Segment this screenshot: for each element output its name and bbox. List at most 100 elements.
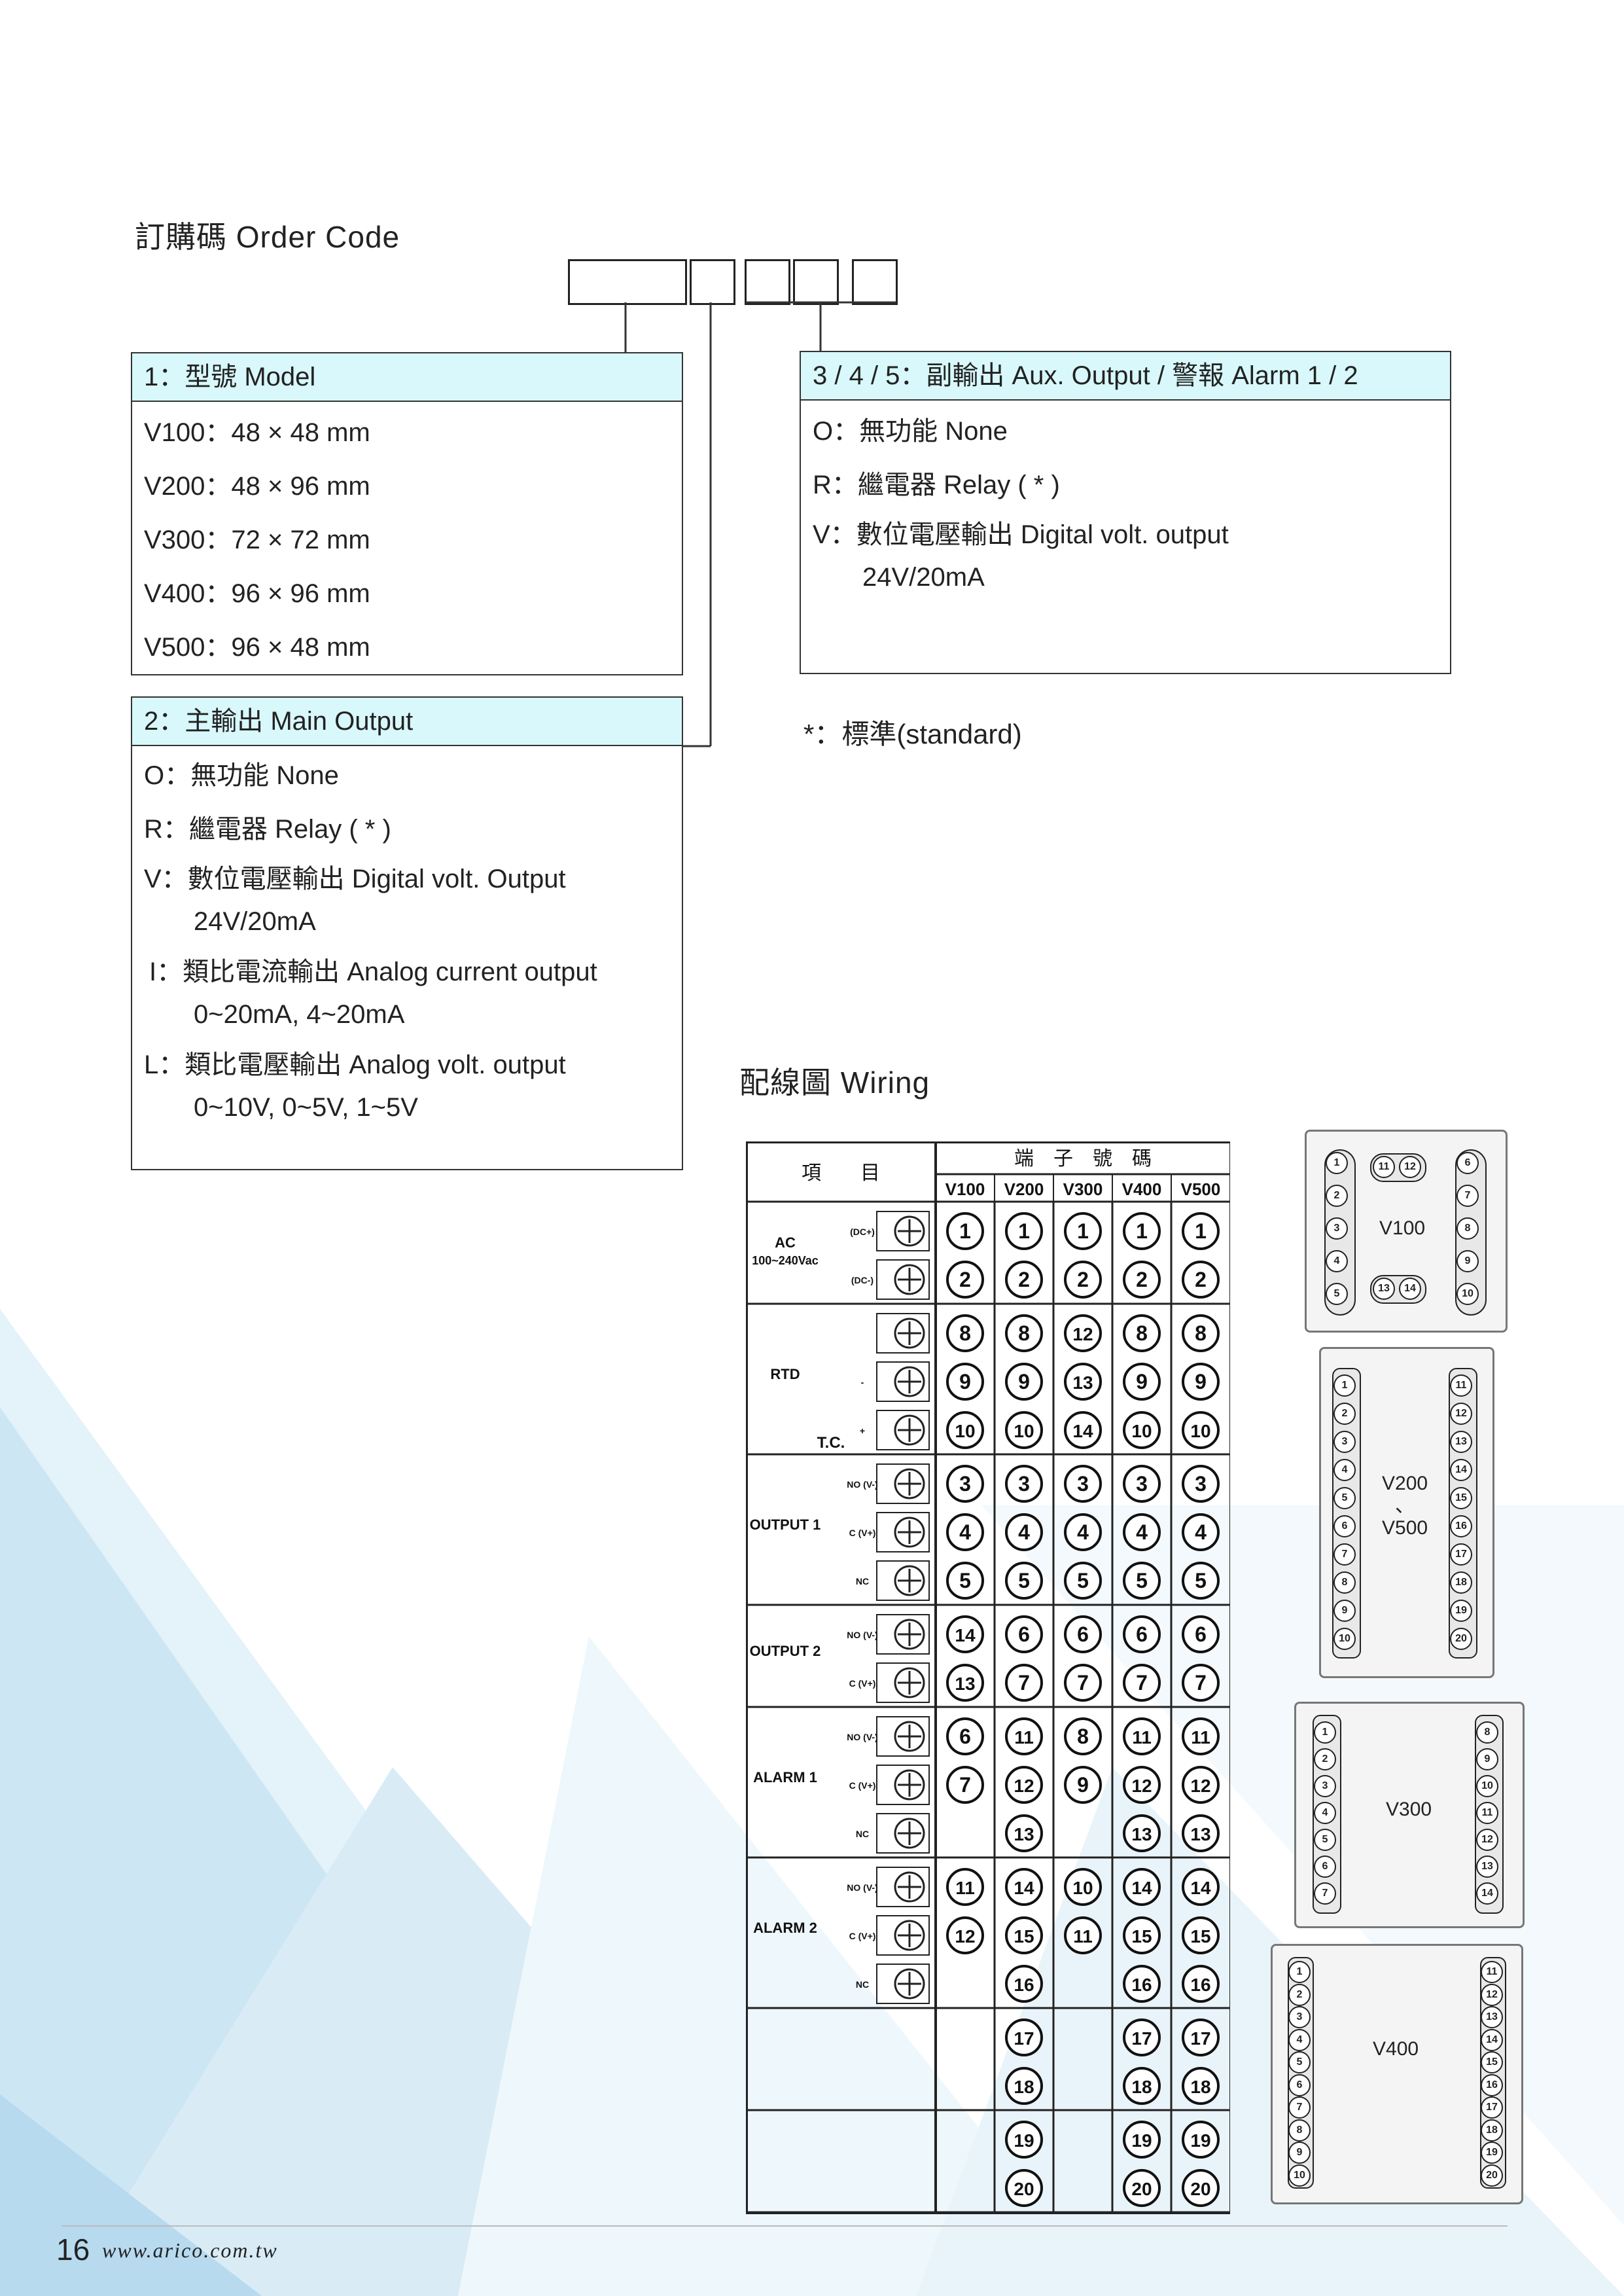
terminal-number-circle — [946, 1411, 984, 1449]
terminal-number: 5 — [1077, 1569, 1089, 1592]
v400-pin: 14 — [1481, 2028, 1503, 2051]
terminal-number: 3 — [1077, 1472, 1089, 1496]
v400-pin: 6 — [1288, 2073, 1311, 2096]
table-border — [746, 1141, 1230, 2214]
v400-pin: 3 — [1288, 2006, 1311, 2028]
terminal-number-circle — [1123, 1314, 1161, 1352]
terminal-number: 20 — [1131, 2179, 1152, 2199]
terminal-number-circle — [1182, 1513, 1220, 1551]
model-row: V500：96 × 48 mm — [144, 633, 370, 662]
terminal-number-circle — [946, 1363, 984, 1401]
order-code-title: 訂購碼 Order Code — [135, 220, 400, 254]
v200-v500-pin: 1 — [1333, 1374, 1356, 1397]
v400-pin: 11 — [1481, 1961, 1503, 1983]
terminal-number: 6 — [1136, 1623, 1148, 1646]
terminal-number-circle — [1005, 1314, 1043, 1352]
terminal-number: 13 — [1072, 1372, 1093, 1393]
terminal-number-circle — [1123, 1916, 1161, 1954]
terminal-number-circle — [946, 1513, 984, 1551]
terminal-number-circle — [1005, 1664, 1043, 1702]
terminal-number: 2 — [1018, 1268, 1030, 1291]
terminal-number: 1 — [1018, 1219, 1030, 1243]
terminal-number: 18 — [1131, 2077, 1152, 2097]
terminal-tag: NC — [856, 1576, 869, 1587]
terminal-tag: NO (V-) — [847, 1479, 877, 1490]
terminal-tag: C (V+) — [849, 1780, 876, 1791]
terminal-number-circle — [1123, 1664, 1161, 1702]
v200-v500-pin: 3 — [1333, 1431, 1356, 1453]
aux-row: V：數位電壓輸出 Digital volt. output — [813, 520, 1229, 549]
page-number: 16 — [56, 2233, 90, 2267]
terminal-number: 15 — [1131, 1926, 1152, 1946]
terminal-number: 2 — [1077, 1268, 1089, 1291]
model-row: V300：72 × 72 mm — [144, 526, 370, 554]
section-sublabel: 100~240Vac — [752, 1254, 819, 1267]
terminal-number: 19 — [1190, 2130, 1210, 2151]
terminal-number-circle — [1182, 1916, 1220, 1954]
v200-v500-pin: 10 — [1333, 1628, 1356, 1650]
terminal-tag: NC — [856, 1979, 869, 1990]
terminal-number-circle — [1005, 2067, 1043, 2105]
v100-pin: 7 — [1456, 1185, 1479, 1207]
terminal-number: 9 — [1195, 1370, 1207, 1393]
model-column-header: V200 — [1004, 1179, 1044, 1199]
terminal-number-circle — [946, 1916, 984, 1954]
terminal-number-circle — [946, 1314, 984, 1352]
connector-lines — [624, 301, 896, 747]
terminal-number-circle — [1005, 1766, 1043, 1804]
model-panel-header: 1：型號 Model — [132, 353, 682, 402]
terminal-number-circle — [1064, 1261, 1102, 1299]
terminal-number: 3 — [1195, 1472, 1207, 1496]
aux-row: O：無功能 None — [813, 417, 1008, 446]
v100-pin: 13 — [1373, 1278, 1395, 1300]
model-column-header: V300 — [1063, 1179, 1103, 1199]
main-output-row: I：類比電流輸出 Analog current output — [149, 958, 597, 986]
terminal-number: 12 — [1014, 1776, 1034, 1796]
model-column-header: V400 — [1122, 1179, 1162, 1199]
section-label: OUTPUT 2 — [750, 1643, 821, 1659]
terminal-number: 13 — [1190, 1824, 1210, 1844]
terminal-number-circle — [946, 1766, 984, 1804]
terminal-number-circle — [1064, 1212, 1102, 1250]
terminal-number-circle — [1123, 1513, 1161, 1551]
terminal-number: 7 — [1195, 1671, 1207, 1695]
terminal-number-circle — [1064, 1411, 1102, 1449]
footer-rule — [62, 2225, 1508, 2227]
terminal-number: 4 — [1077, 1520, 1089, 1544]
terminal-number: 6 — [1195, 1623, 1207, 1646]
v200-v500-pin: 12 — [1450, 1403, 1472, 1425]
terminal-number: 7 — [959, 1773, 971, 1797]
terminal-number-circle — [946, 1615, 984, 1653]
terminal-number-circle — [1005, 2018, 1043, 2056]
terminal-tag: (DC-) — [851, 1275, 874, 1285]
main-output-row: L：類比電壓輸出 Analog volt. output — [144, 1050, 566, 1079]
section-label: OUTPUT 1 — [750, 1516, 821, 1533]
terminal-tag: C (V+) — [849, 1931, 876, 1941]
terminal-number: 10 — [1190, 1421, 1210, 1441]
v100-pin: 1 — [1326, 1152, 1348, 1174]
v400-pin: 20 — [1481, 2164, 1503, 2187]
terminal-tag: C (V+) — [849, 1678, 876, 1689]
v200-v500-pin: 6 — [1333, 1515, 1356, 1537]
terminal-number: 13 — [1131, 1824, 1152, 1844]
aux-output-panel: 3 / 4 / 5：副輸出 Aux. Output / 警報 Alarm 1 /… — [800, 351, 1451, 674]
terminal-number-circle — [1064, 1766, 1102, 1804]
v100-pin: 11 — [1373, 1156, 1395, 1178]
v400-pin: 2 — [1288, 1983, 1311, 2006]
terminal-number: 6 — [1077, 1623, 1089, 1646]
terminal-number: 11 — [1014, 1727, 1034, 1748]
v400-pin: 15 — [1481, 2051, 1503, 2073]
terminal-number: 12 — [1131, 1776, 1152, 1796]
main-output-subrow: 24V/20mA — [194, 907, 316, 936]
terminal-number: 3 — [959, 1472, 971, 1496]
v300-pin: 9 — [1476, 1748, 1498, 1770]
aux-panel-header: 3 / 4 / 5：副輸出 Aux. Output / 警報 Alarm 1 /… — [801, 352, 1450, 401]
device-v100-label: V100 — [1379, 1217, 1426, 1239]
terminal-number-circle — [1005, 1363, 1043, 1401]
model-panel: 1：型號 Model V100：48 × 48 mm V200：48 × 96 … — [131, 352, 683, 675]
code-box-model — [568, 259, 687, 305]
terminal-number: 7 — [1136, 1671, 1148, 1695]
v300-pin: 5 — [1314, 1829, 1336, 1851]
v200-v500-pin: 4 — [1333, 1459, 1356, 1481]
terminal-number-circle — [1182, 1261, 1220, 1299]
